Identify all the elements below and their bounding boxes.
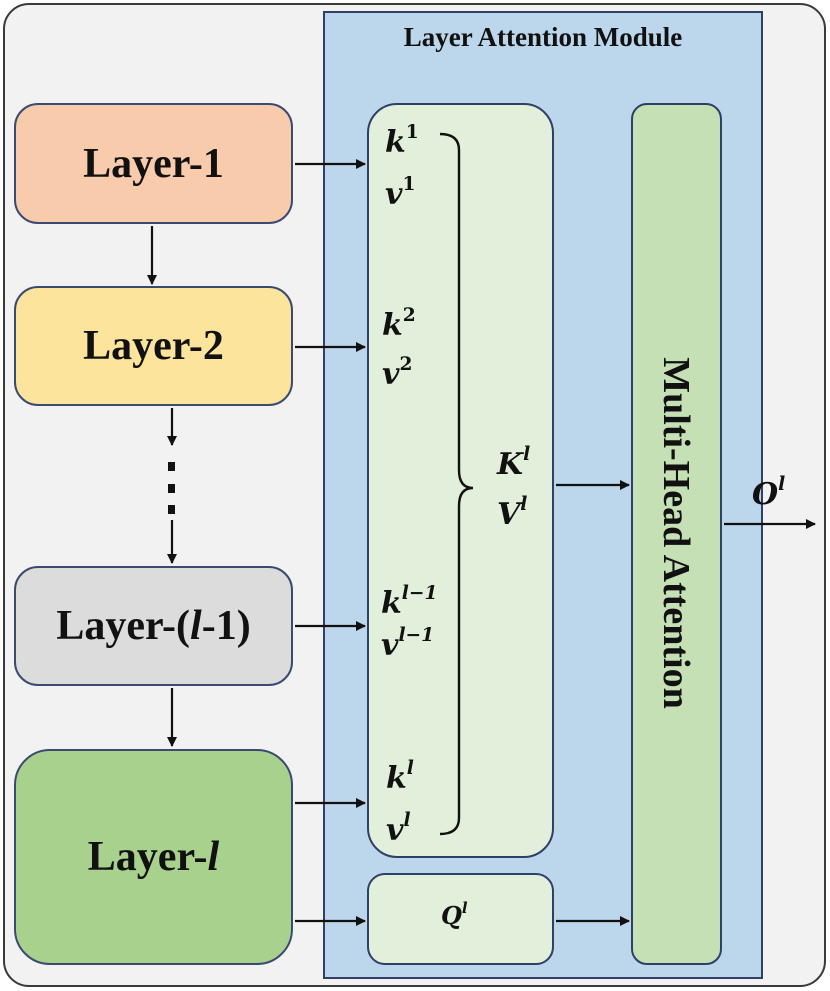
v-l-label: vl: [386, 810, 411, 848]
k-l-minus-1-label: kl−1: [381, 583, 438, 621]
grouping-brace: [439, 132, 474, 836]
V-l-label: Vl: [497, 494, 528, 532]
Q-l-label: Ql: [441, 898, 468, 930]
K-l-label: Kl: [497, 444, 531, 482]
module-title: Layer Attention Module: [403, 22, 683, 52]
layer-l-minus-1-label-suffix: -1): [201, 603, 251, 649]
layer-2-label-prefix: Layer-: [83, 323, 203, 369]
O-l-label: Ol: [752, 474, 786, 512]
v2-label: v2: [382, 354, 413, 392]
layer-2-box: Layer-2: [14, 286, 293, 406]
v-l-minus-1-label: vl−1: [381, 625, 435, 663]
layer-1-label-suffix: 1: [202, 140, 224, 187]
layer-2-label-suffix: 2: [202, 323, 224, 369]
layer-l-minus-1-box: Layer-(l-1): [14, 566, 293, 686]
ellipsis-dots: [168, 462, 175, 514]
layer-l-minus-1-label-prefix: Layer-(: [56, 603, 191, 649]
k2-label: k2: [382, 305, 416, 343]
query-container: [367, 873, 554, 965]
layer-l-box: Layer-l: [14, 749, 293, 965]
multi-head-attention-block: [631, 103, 722, 965]
k1-label: k1: [385, 122, 419, 160]
layer-l-minus-1-label-var: l: [190, 603, 202, 649]
layer-1-box: Layer-1: [14, 103, 293, 224]
layer-1-label-prefix: Layer-: [83, 140, 203, 187]
layer-l-label-var: l: [207, 834, 220, 880]
layer-l-label-prefix: Layer-: [87, 834, 208, 880]
k-l-label: kl: [386, 758, 414, 796]
v1-label: v1: [385, 174, 416, 212]
